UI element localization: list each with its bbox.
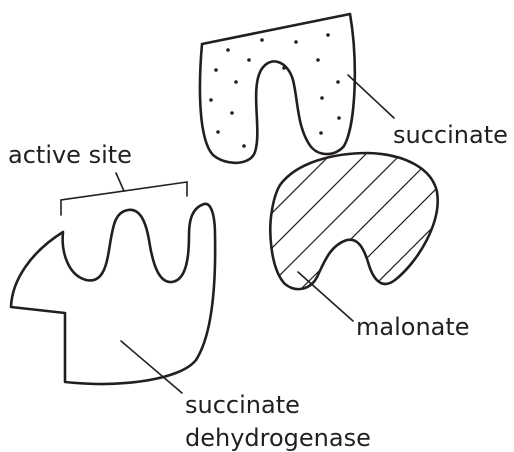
succinate-outline [200,14,355,163]
succinate-label: succinate [393,121,508,149]
enzyme-label-line2: dehydrogenase [185,424,371,452]
succinate-dots [209,33,341,148]
active-site-label: active site [8,141,132,169]
enzyme-label-line1: succinate [185,391,300,419]
succinate-molecule [200,14,355,163]
enzyme-outline [11,204,215,384]
active-site-bracket [61,173,187,215]
malonate-pointer-line [298,272,353,321]
malonate-molecule [240,120,470,340]
malonate-label: malonate [356,313,470,341]
enzyme-pointer-line [121,341,182,393]
malonate-outline [270,153,437,289]
